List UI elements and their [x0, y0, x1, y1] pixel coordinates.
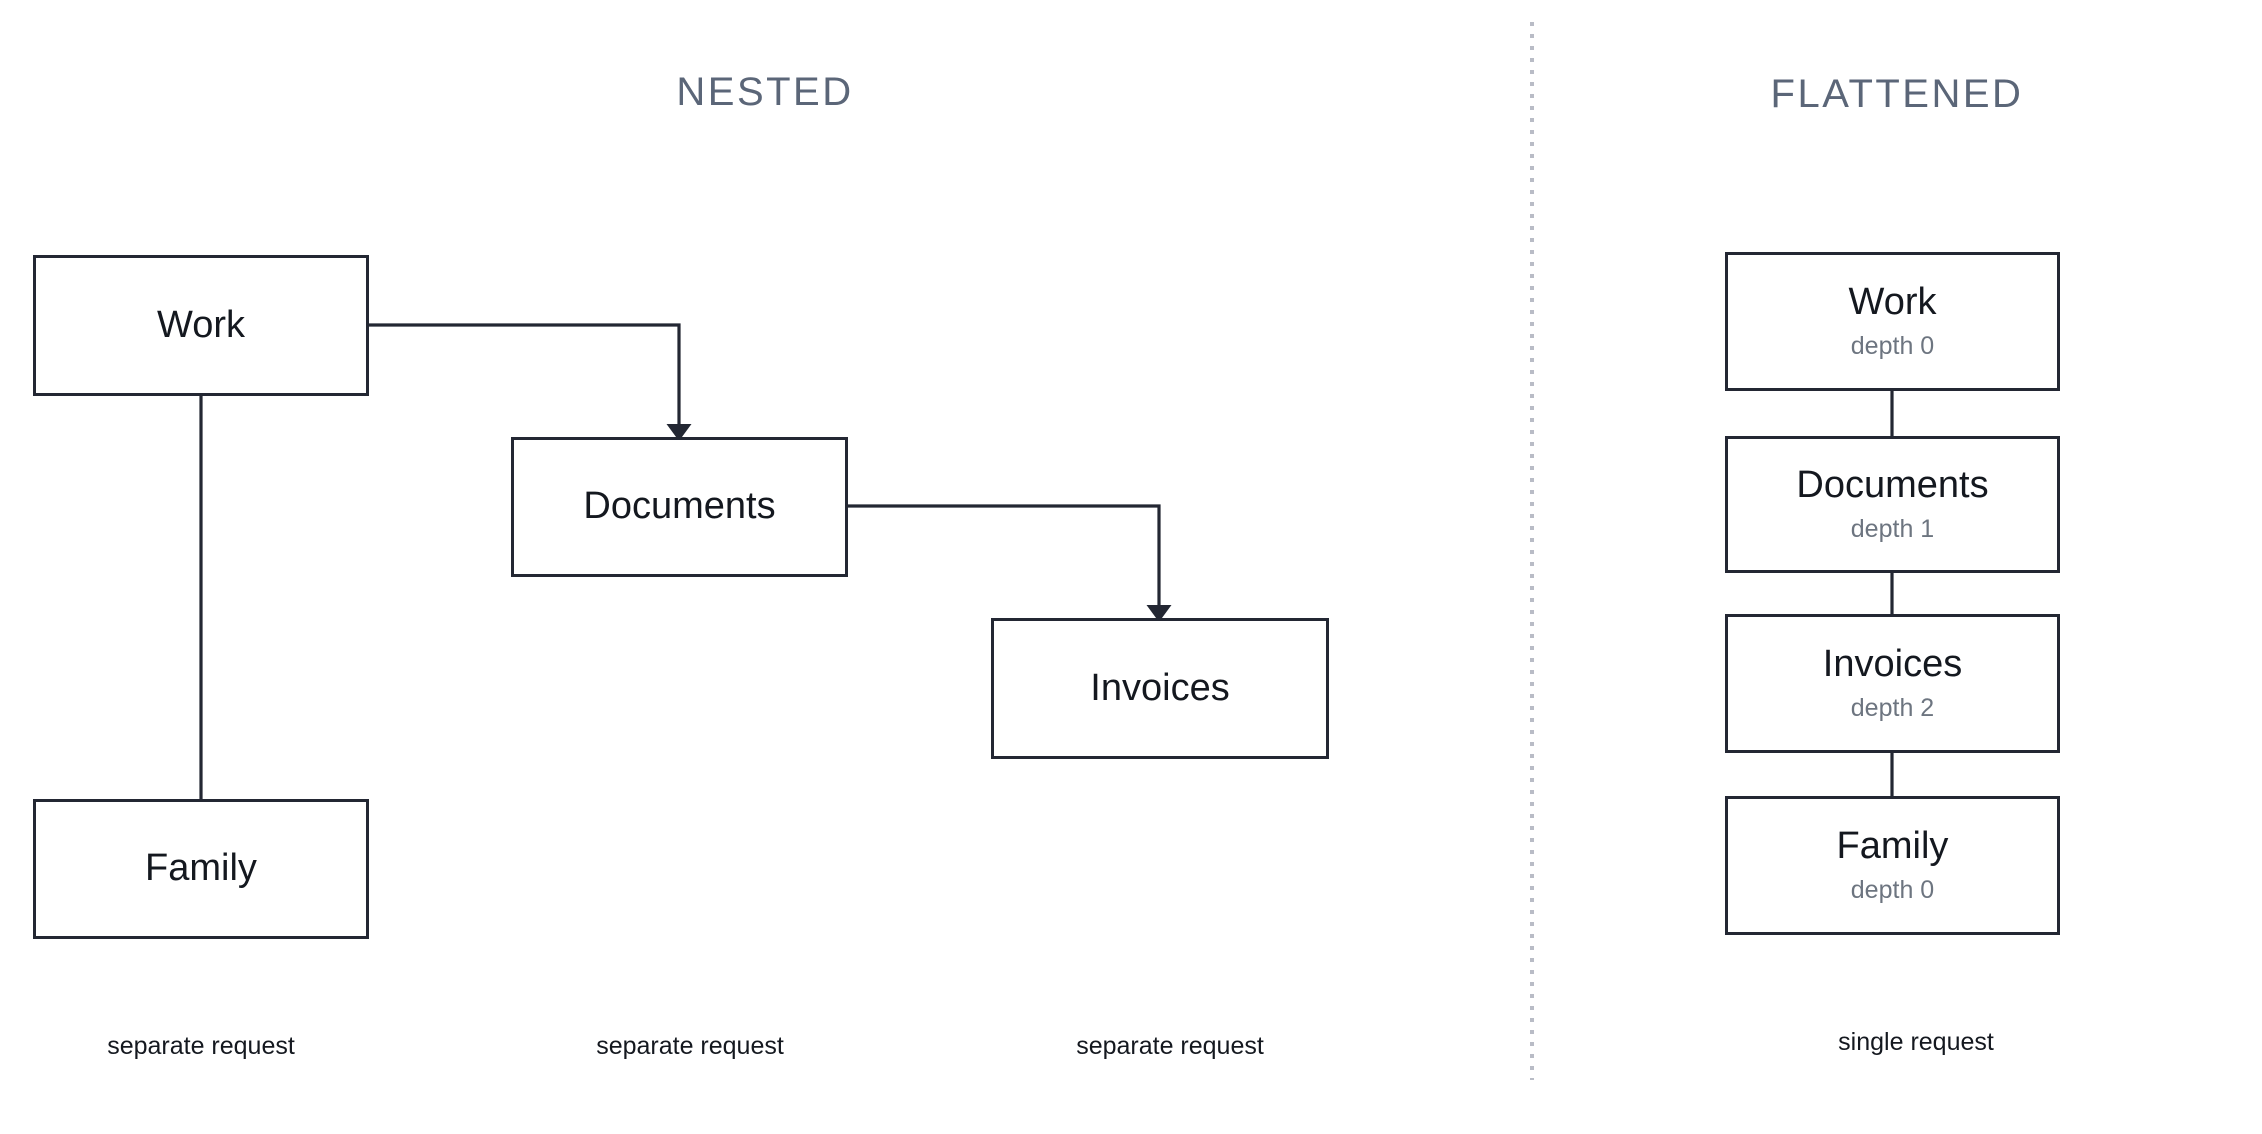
flattened-node-documents[interactable]: Documents depth 1: [1725, 436, 2060, 573]
flattened-section-title: FLATTENED: [1770, 72, 2024, 116]
node-label: Family: [145, 847, 257, 890]
flattened-node-family[interactable]: Family depth 0: [1725, 796, 2060, 935]
caption-nested-3: separate request: [1076, 1032, 1264, 1060]
node-depth-label: depth 1: [1850, 515, 1935, 544]
node-label: Family: [1836, 825, 1949, 868]
nested-node-work[interactable]: Work: [33, 255, 369, 396]
node-label: Documents: [1796, 464, 1989, 507]
node-depth-label: depth 0: [1850, 332, 1935, 361]
caption-nested-2: separate request: [596, 1032, 784, 1060]
node-label: Invoices: [1090, 666, 1230, 709]
node-label: Documents: [583, 485, 776, 528]
nested-section-title: NESTED: [676, 70, 854, 114]
caption-nested-1: separate request: [107, 1032, 295, 1060]
section-divider: [1530, 22, 1534, 1080]
node-label: Work: [1848, 281, 1937, 324]
node-label: Invoices: [1822, 643, 1963, 686]
edge-work-to-documents: [369, 323, 692, 441]
nested-node-invoices[interactable]: Invoices: [991, 618, 1329, 759]
flattened-node-work[interactable]: Work depth 0: [1725, 252, 2060, 391]
nested-node-family[interactable]: Family: [33, 799, 369, 939]
flattened-node-invoices[interactable]: Invoices depth 2: [1725, 614, 2060, 753]
edge-documents-to-invoices: [848, 504, 1172, 622]
node-depth-label: depth 2: [1850, 694, 1935, 723]
nested-node-documents[interactable]: Documents: [511, 437, 848, 577]
caption-flattened-1: single request: [1838, 1028, 1994, 1056]
node-depth-label: depth 0: [1850, 876, 1935, 905]
node-label: Work: [157, 303, 245, 346]
